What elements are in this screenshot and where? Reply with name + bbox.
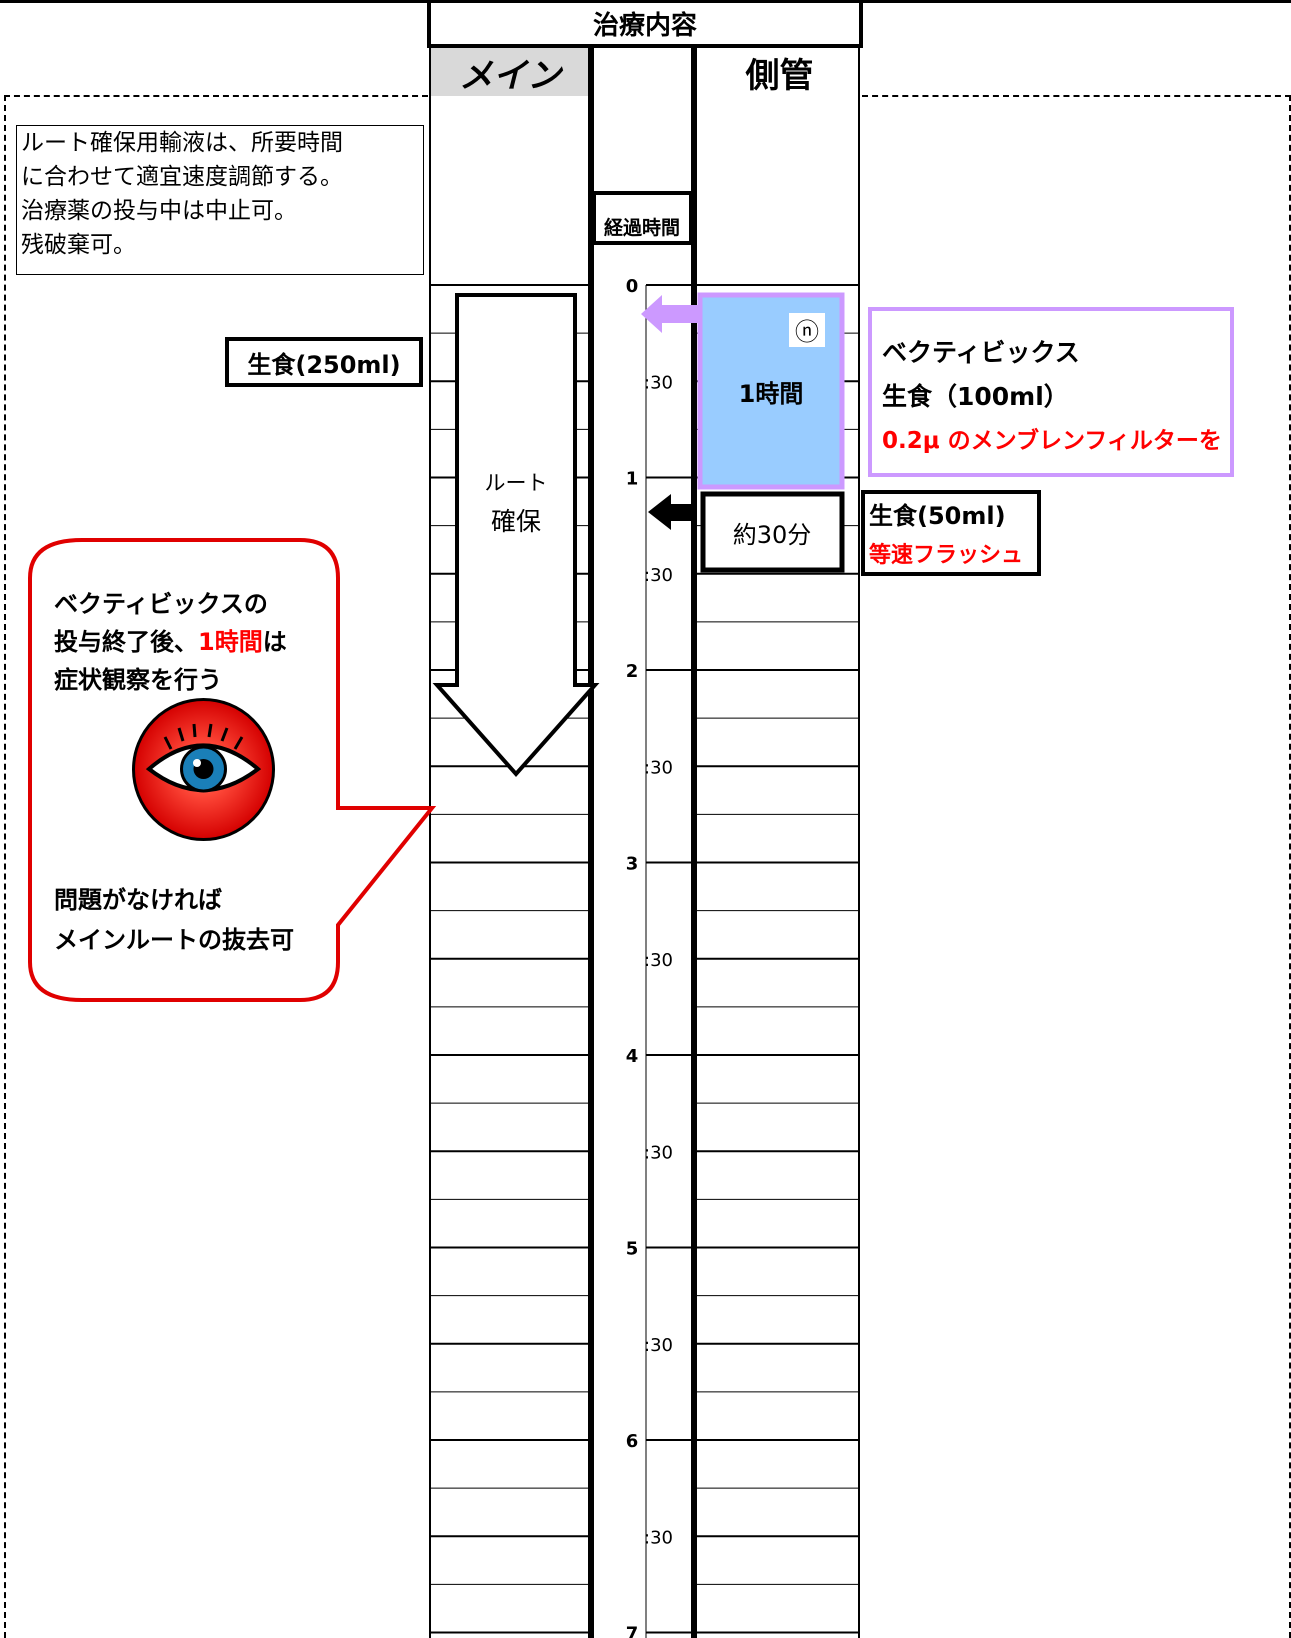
main-column-header-label: メイン [459,55,561,96]
flush-info-box: 生食(50ml) 等速フラッシュ [861,490,1041,576]
drip-left-arrow [641,295,704,333]
note-line-2: に合わせて適宜速度調節する。 [21,164,343,190]
route-arrow-line2: 確保 [491,507,541,536]
main-saline-label: 生食(250ml) [225,337,423,387]
hour-label: 0 [626,276,639,297]
callout-line-2-prefix: 投与終了後、 [54,628,198,656]
half-hour-label: :30 [644,1335,673,1356]
flush-duration: 約30分 [733,521,812,549]
half-hour-label: :30 [644,950,673,971]
elapsed-time-label: 経過時間 [604,216,680,239]
side-column-header-label: 側管 [745,55,814,96]
callout-text-top: ベクティビックスの 投与終了後、1時間は 症状観察を行う [54,585,344,699]
callout-line-3: 症状観察を行う [54,666,222,694]
main-column-header: メイン [430,48,590,96]
callout-line-4: 問題がなければ [54,886,222,914]
hour-label: 3 [626,854,639,875]
treatment-header: 治療内容 [427,0,863,48]
hour-label: 2 [626,661,639,682]
route-note-box: ルート確保用輸液は、所要時間 に合わせて適宜速度調節する。 治療薬の投与中は中止… [16,125,424,275]
drug-name: ベクティビックス [882,338,1080,367]
filter-note: 0.2μ のメンブレンフィルターを [882,428,1222,454]
drip-badge: ⓝ [795,318,819,346]
half-hour-label: :30 [644,1142,673,1163]
right-dashed-border [862,95,1291,1638]
drip-duration: 1時間 [739,380,804,408]
route-down-arrow [432,293,600,778]
eye-icon [132,698,275,841]
note-line-3: 治療薬の投与中は中止可。 [21,198,297,224]
time-column-left-bar [588,48,594,1638]
callout-line-1: ベクティビックスの [54,590,268,618]
half-hour-label: :30 [644,372,673,393]
hour-label: 5 [626,1239,639,1260]
callout-line-2-suffix: は [262,628,287,656]
flush-saline: 生食(50ml) [869,502,1006,530]
hour-label: 1 [626,469,639,490]
time-labels: 0 :30 1 :30 2 :30 3 :30 4 :30 5 :30 6 :30 7 [626,276,673,1638]
note-line-4: 残破棄可。 [21,232,136,258]
hour-label: 4 [626,1046,639,1067]
drug-saline: 生食（100ml） [882,382,1069,411]
half-hour-label: :30 [644,1527,673,1548]
callout-line-2: 投与終了後、1時間は [54,623,344,661]
route-arrow-line1: ルート [485,471,548,495]
main-saline-text: 生食(250ml) [247,350,401,379]
half-hour-label: :30 [644,565,673,586]
callout-line-2-highlight: 1時間 [198,628,263,656]
drip-badge-box [789,313,825,347]
drug-info-box: ベクティビックス 生食（100ml） 0.2μ のメンブレンフィルターを [868,307,1234,477]
callout-text-bottom: 問題がなければ メインルートの抜去可 [54,880,344,960]
left-dashed-border [4,95,428,1638]
hour-label: 6 [626,1431,639,1452]
half-hour-label: :30 [644,757,673,778]
time-column-right-bar [691,48,697,1638]
elapsed-time-box [592,191,693,245]
flush-left-arrow [648,494,697,530]
treatment-header-title: 治療内容 [592,10,697,41]
flush-note: 等速フラッシュ [869,543,1024,568]
note-line-1: ルート確保用輸液は、所要時間 [21,130,343,156]
callout-line-5: メインルートの抜去可 [54,926,294,954]
flush-block [700,491,845,573]
hour-label: 7 [626,1624,639,1638]
side-column-header: 側管 [700,48,859,96]
